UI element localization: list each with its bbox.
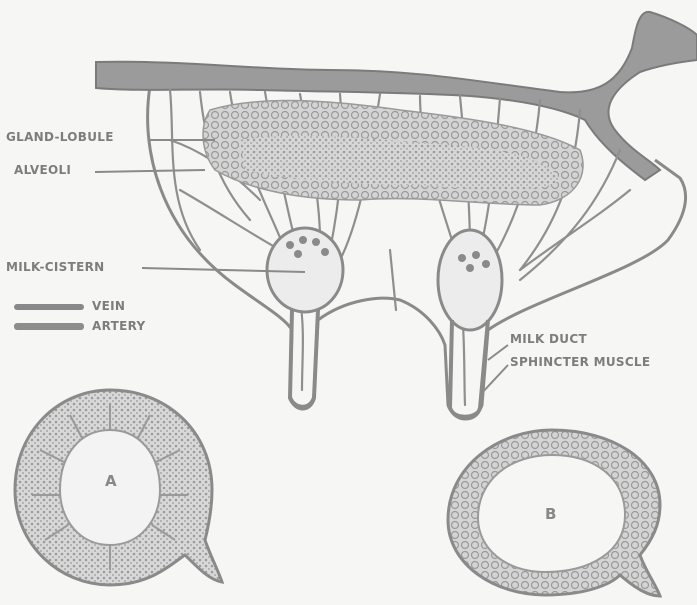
section-a-label: A xyxy=(105,474,117,489)
artery-legend-swatch xyxy=(14,323,84,330)
teat-right xyxy=(450,320,488,419)
milk-cistern-left xyxy=(267,228,343,312)
gland-lobule-label: GLAND-LOBULE xyxy=(6,131,114,143)
cross-section-a xyxy=(15,390,222,585)
section-b-label: B xyxy=(545,507,557,522)
alveoli-label: ALVEOLI xyxy=(14,164,71,176)
milk-cistern-right xyxy=(438,230,502,330)
milk-duct-label: MILK DUCT xyxy=(510,333,587,345)
vein-legend-swatch xyxy=(14,304,84,310)
artery-label: ARTERY xyxy=(92,320,145,332)
milk-cistern-label: MILK-CISTERN xyxy=(6,261,104,273)
vein-label: VEIN xyxy=(92,300,125,312)
sphincter-muscle-label: SPHINCTER MUSCLE xyxy=(510,356,650,368)
teat-left xyxy=(290,310,318,409)
